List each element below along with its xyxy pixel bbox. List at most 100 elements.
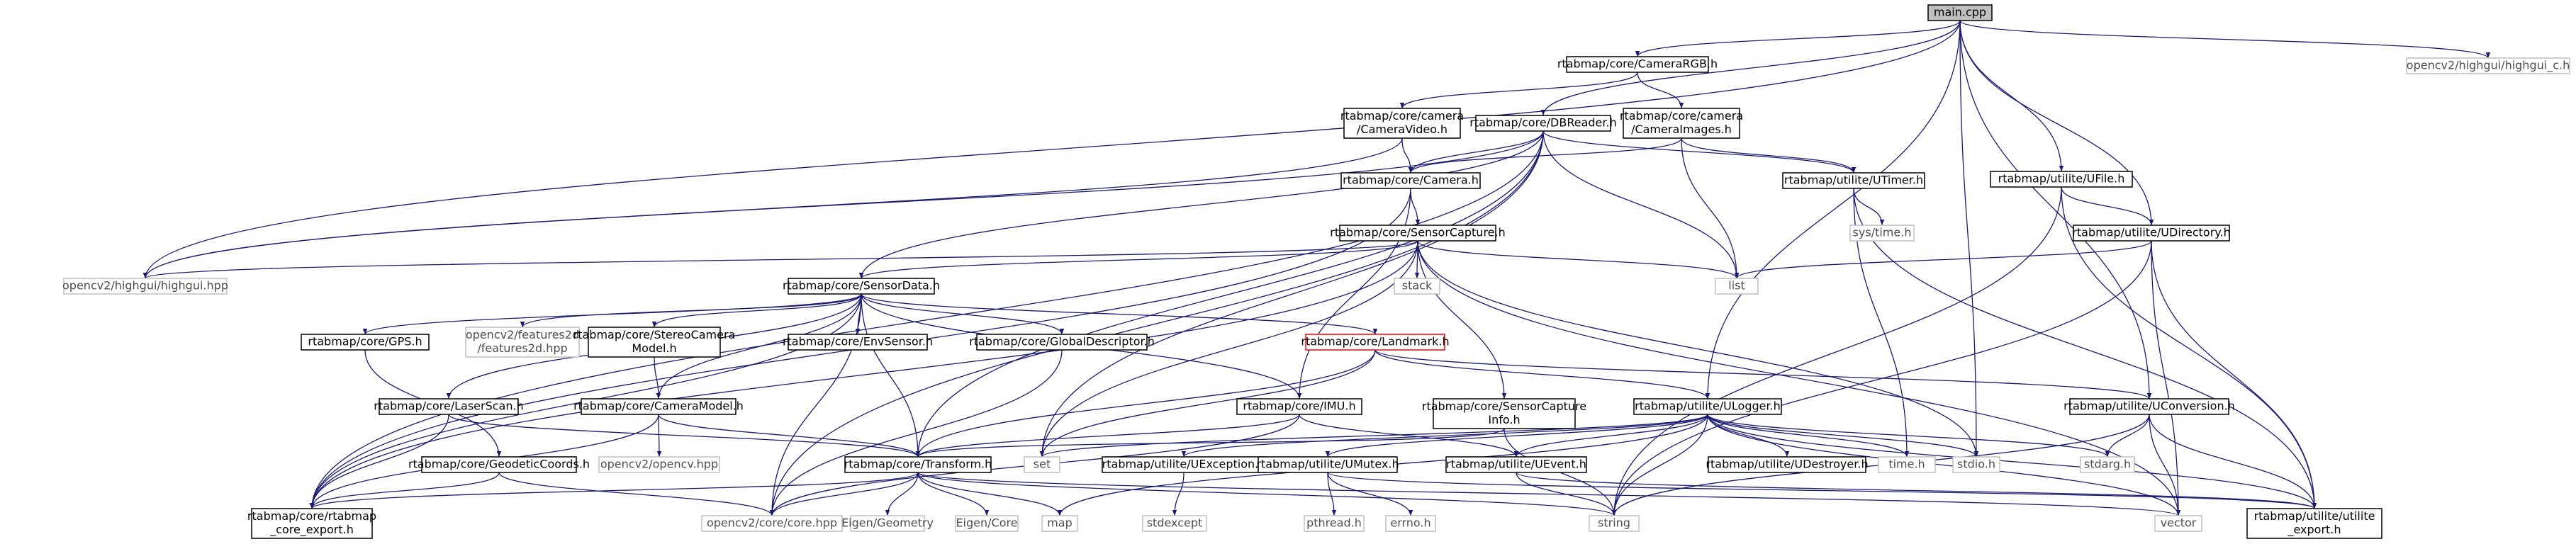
node-imu[interactable]: rtabmap/core/IMU.h [1236,398,1362,415]
node-umutex[interactable]: rtabmap/utilite/UMutex.h [1256,456,1399,473]
node-udestroyer[interactable]: rtabmap/utilite/UDestroyer.h [1706,456,1869,473]
node-box [1927,4,1993,21]
node-box [2069,398,2229,415]
node-envsensor[interactable]: rtabmap/core/EnvSensor.h [783,334,933,351]
node-label: _export.h [2287,523,2341,537]
node-errno: errno.h [1385,515,1436,532]
edge-ufile-to-string [1611,186,2062,516]
node-cammodel[interactable]: rtabmap/core/CameraModel.h [573,398,744,415]
node-label: set [1034,458,1051,471]
node-box [850,515,925,532]
edge-uconv-to-utilexport [2149,414,2317,509]
node-label: rtabmap/utilite/UException.h [1102,458,1266,471]
edge-sensorcapinfo-to-transform [916,428,1505,458]
node-landmark[interactable]: rtabmap/core/Landmark.h [1301,334,1450,351]
node-box [588,327,721,358]
edge-dbreader-to-coreexport [309,130,1544,509]
node-eigencore: Eigen/Core [955,515,1019,532]
node-ufile[interactable]: rtabmap/utilite/UFile.h [1990,171,2133,188]
edge-ulogger-to-timeh [1707,414,1910,458]
edge-main-to-udir [1959,20,2154,226]
node-box [1304,515,1365,532]
node-utimer[interactable]: rtabmap/utilite/UTimer.h [1782,172,1925,189]
edge-sensordata-to-landmark [861,293,1378,335]
edge-sensordata-to-features2d [520,293,862,328]
node-camimages[interactable]: rtabmap/core/camera/CameraImages.h [1620,108,1743,139]
edge-transform-to-coreexport [310,472,919,509]
edge-globaldesc-to-corehpp [769,349,1063,516]
node-coreexport[interactable]: rtabmap/core/rtabmap_core_export.h [247,508,376,539]
node-globaldesc[interactable]: rtabmap/core/GlobalDescriptor.h [969,334,1155,351]
node-box [1623,108,1740,139]
node-sensordata[interactable]: rtabmap/core/SensorData.h [783,278,940,295]
node-camera[interactable]: rtabmap/core/Camera.h [1340,172,1481,189]
node-label: sys/time.h [1853,226,1912,239]
edge-umutex-to-pthread [1327,472,1337,516]
node-box [2406,57,2570,74]
node-stdio: stdio.h [1952,456,2000,473]
node-label: rtabmap/core/camera [1620,109,1743,123]
edge-transform-to-eigengeo [885,472,919,516]
node-box [1990,171,2133,188]
edge-camrgb-to-camimages [1637,72,1684,109]
edge-ulogger-to-utilexport [1707,414,2317,509]
edge-camimages-to-list [1681,137,1740,279]
node-box [1236,398,1362,415]
node-uconv[interactable]: rtabmap/utilite/UConversion.h [2063,398,2235,415]
node-systime: sys/time.h [1849,225,1915,242]
edge-main-to-camrgb [1635,20,1961,57]
node-label: /features2d.hpp [477,341,567,355]
edge-sensorcap-to-coreexport [309,240,1418,509]
edge-main-to-dbreader [1540,20,1961,116]
node-label: Model.h [632,341,676,355]
edge-sensordata-to-globaldesc [861,293,1065,335]
node-sensorcap[interactable]: rtabmap/core/SensorCapture.h [1330,225,1506,242]
node-label: time.h [1888,458,1925,471]
node-label: rtabmap/utilite/UConversion.h [2063,400,2235,413]
node-box [2154,515,2202,532]
node-camvideo[interactable]: rtabmap/core/camera/CameraVideo.h [1340,108,1464,139]
edge-ulogger-to-udestroyer [1707,414,1790,458]
edge-sensordata-to-cammodel [656,293,862,400]
node-box [1343,108,1461,139]
node-uevent[interactable]: rtabmap/utilite/UEvent.h [1445,456,1587,473]
node-gps[interactable]: rtabmap/core/GPS.h [301,334,430,351]
node-main[interactable]: main.cpp [1927,4,1993,21]
node-box [1633,398,1782,415]
node-transform[interactable]: rtabmap/core/Transform.h [844,456,992,473]
node-dbreader[interactable]: rtabmap/core/DBReader.h [1469,115,1617,132]
edge-landmark-to-transform [915,349,1376,458]
edge-main-to-hgc [1959,20,2491,59]
node-box [2080,456,2135,473]
edge-laserscan-to-transform [448,414,921,458]
node-timeh: time.h [1878,456,1936,473]
edge-landmark-to-uconv [1374,349,2151,400]
node-hghpp: opencv2/highgui/highgui.hpp [62,278,228,295]
node-label: rtabmap/core/Camera.h [1343,174,1479,187]
node-utilexport[interactable]: rtabmap/utilite/utilite_export.h [2246,508,2382,539]
edge-stereocam-to-cammodel [654,356,661,400]
node-label: rtabmap/utilite/UTimer.h [1784,174,1923,187]
node-uexception[interactable]: rtabmap/utilite/UException.h [1102,456,1266,473]
node-laserscan[interactable]: rtabmap/core/LaserScan.h [374,398,524,415]
edge-uevent-to-utilexport [1516,472,2317,509]
edge-dbreader-to-sensordata [858,130,1544,279]
node-box [844,456,992,473]
node-udir[interactable]: rtabmap/utilite/UDirectory.h [2072,225,2231,242]
edge-sensordata-to-stereocam [651,293,862,328]
edge-sensordata-to-corehpp [769,293,862,516]
node-box [1041,515,1078,532]
node-ulogger[interactable]: rtabmap/utilite/ULogger.h [1633,398,1782,415]
node-label: vector [2161,516,2197,530]
edge-ulogger-to-stdio [1707,414,1979,458]
node-geodetic[interactable]: rtabmap/core/GeodeticCoords.h [408,456,590,473]
node-label: string [1598,516,1630,530]
node-label: Eigen/Geometry [841,516,934,530]
node-label: rtabmap/core/StereoCamera [573,328,736,341]
node-label: rtabmap/core/Landmark.h [1301,335,1449,348]
node-camrgb[interactable]: rtabmap/core/CameraRGB.h [1557,56,1718,73]
node-label: rtabmap/core/GeodeticCoords.h [408,458,590,471]
node-label: rtabmap/core/EnvSensor.h [783,335,933,348]
